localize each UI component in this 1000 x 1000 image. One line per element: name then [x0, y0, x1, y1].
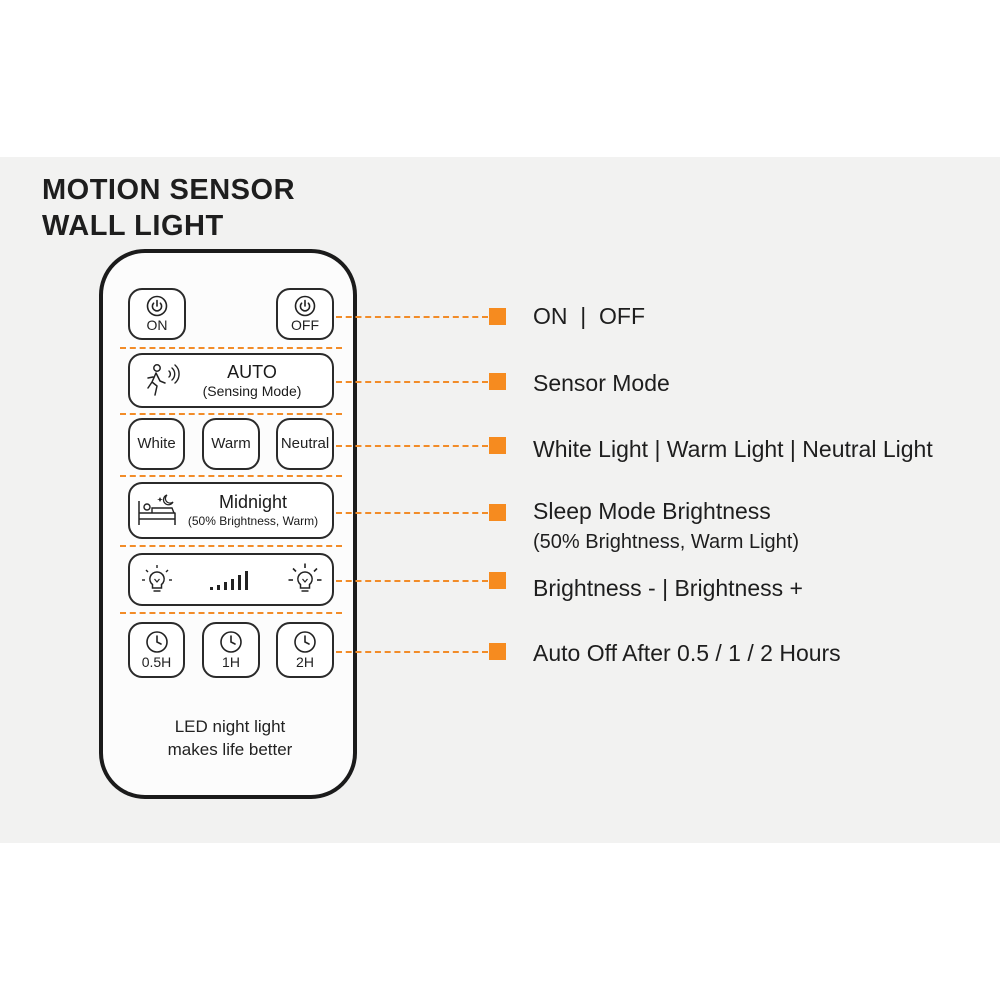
midnight-button[interactable]: Midnight (50% Brightness, Warm) — [128, 482, 334, 539]
neutral-button[interactable]: Neutral — [276, 418, 334, 470]
auto-title: AUTO — [227, 361, 277, 382]
white-label: White — [137, 435, 176, 452]
feature-sensor-mode: Sensor Mode — [533, 370, 670, 396]
feature-sleep-mode-sub: (50% Brightness, Warm Light) — [533, 531, 800, 553]
feature-marker — [489, 504, 506, 521]
tagline-line-1: LED night light — [174, 717, 286, 736]
page-title: MOTION SENSOR WALL LIGHT — [42, 172, 295, 244]
sleep-bed-icon — [138, 493, 176, 525]
leader-line — [336, 445, 488, 447]
divider — [120, 347, 342, 349]
timer-0-5h-button[interactable]: 0.5H — [128, 622, 185, 678]
remote-tagline: LED night light makes life better — [101, 715, 359, 761]
feature-marker — [489, 373, 506, 390]
title-line-1: MOTION SENSOR — [42, 174, 296, 206]
feature-on-off: ON | OFF — [533, 303, 646, 329]
feature-marker — [489, 643, 506, 660]
on-label: ON — [146, 317, 168, 333]
divider — [120, 475, 342, 477]
leader-line — [336, 651, 488, 653]
timer-2h-button[interactable]: 2H — [276, 622, 334, 678]
warm-label: Warm — [211, 435, 251, 452]
bulb-dim-icon — [142, 564, 172, 592]
leader-line — [336, 512, 488, 514]
timer-1h-button[interactable]: 1H — [202, 622, 260, 678]
off-label: OFF — [291, 317, 319, 333]
divider — [120, 612, 342, 614]
feature-marker — [489, 572, 506, 589]
bulb-bright-icon — [288, 563, 322, 592]
midnight-subtitle: (50% Brightness, Warm) — [187, 513, 319, 528]
signal-bars-icon — [210, 570, 248, 590]
feature-marker — [489, 308, 506, 325]
timer-label: 2H — [296, 654, 314, 670]
clock-icon — [145, 631, 168, 653]
tagline-line-2: makes life better — [167, 740, 293, 759]
power-icon — [146, 295, 168, 317]
feature-sleep-mode-title: Sleep Mode Brightness — [533, 498, 771, 524]
auto-subtitle: (Sensing Mode) — [202, 382, 302, 399]
divider — [120, 413, 342, 415]
feature-sleep-mode: Sleep Mode Brightness (50% Brightness, W… — [533, 498, 799, 554]
on-button[interactable]: ON — [128, 288, 186, 340]
white-button[interactable]: White — [128, 418, 185, 470]
warm-button[interactable]: Warm — [202, 418, 260, 470]
midnight-title: Midnight — [218, 491, 288, 512]
off-button[interactable]: OFF — [276, 288, 334, 340]
timer-label: 0.5H — [141, 654, 172, 670]
feature-brightness: Brightness - | Brightness + — [533, 575, 803, 601]
divider — [120, 545, 342, 547]
power-icon — [294, 295, 316, 317]
neutral-label: Neutral — [280, 435, 330, 452]
brightness-button[interactable] — [128, 553, 334, 606]
feature-auto-off: Auto Off After 0.5 / 1 / 2 Hours — [533, 640, 841, 666]
clock-icon — [294, 631, 316, 653]
auto-button[interactable]: AUTO (Sensing Mode) — [128, 353, 334, 408]
leader-line — [336, 381, 488, 383]
timer-label: 1H — [222, 654, 240, 670]
leader-line — [336, 316, 488, 318]
leader-line — [336, 580, 488, 582]
feature-marker — [489, 437, 506, 454]
clock-icon — [220, 631, 242, 653]
title-line-2: WALL LIGHT — [42, 210, 224, 242]
motion-sensor-icon — [147, 363, 180, 396]
feature-light-colors: White Light | Warm Light | Neutral Light — [533, 436, 933, 462]
